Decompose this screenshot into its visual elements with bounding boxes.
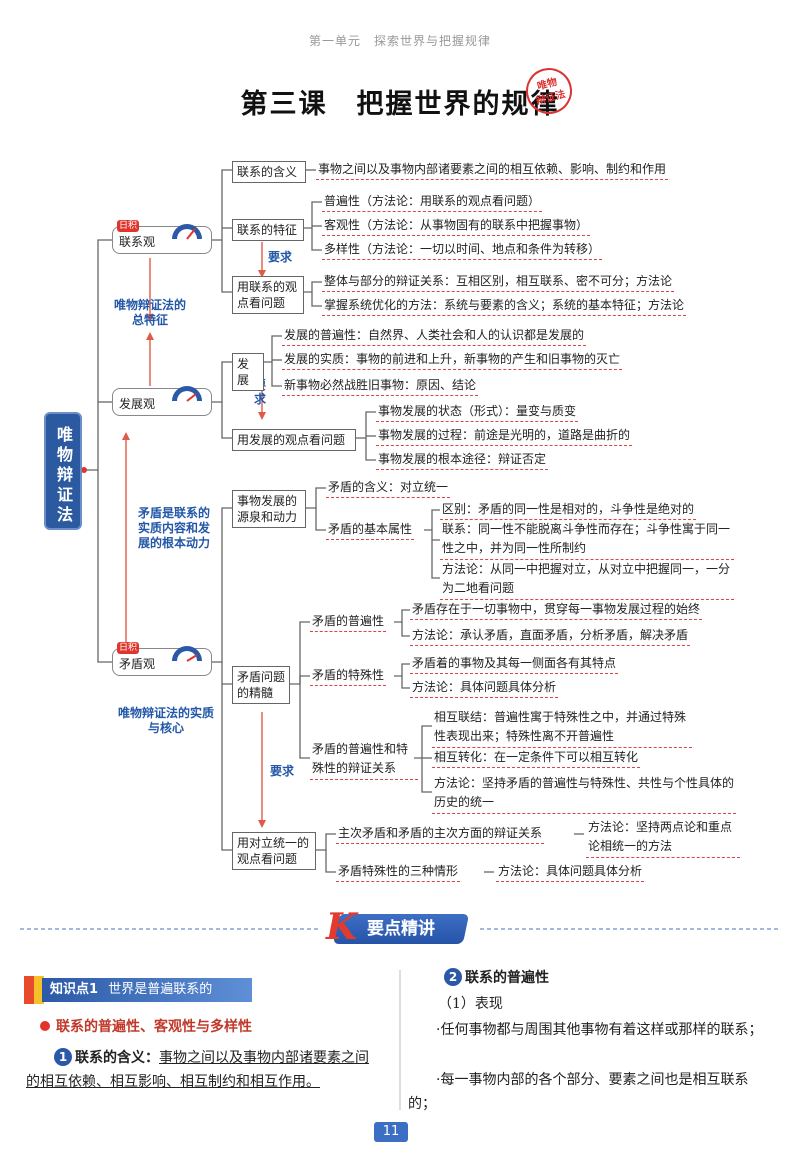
view-maodun: 日积 矛盾观 <box>112 642 212 676</box>
leaf-fazhan-guandian: 事物发展的根本途径：辩证否定 <box>376 451 549 470</box>
subheading-text: 联系的普遍性、客观性与多样性 <box>56 1019 252 1035</box>
leaf-guandian: 掌握系统优化的方法：系统与要素的含义；系统的基本特征；方法论 <box>322 297 687 316</box>
kp-title: 世界是普遍联系的 <box>108 982 213 997</box>
annotation-zong: 唯物辩证法的总特征 <box>113 298 186 327</box>
leaf-pubian-item: 方法论：承认矛盾，直面矛盾，分析矛盾，解决矛盾 <box>410 627 691 646</box>
leaf-shuxing-item: 联系：同一性不能脱离斗争性而存在；斗争性寓于同一性之中，并为同一性所制约 <box>440 520 734 560</box>
leaf-shuxing-item: 方法论：从同一中把握对立，从对立中把握同一，一分为二地看问题 <box>440 560 734 600</box>
leaf-fazhan: 发展的普遍性：自然界、人类社会和人的认识都是发展的 <box>282 327 587 346</box>
box-yuanquan: 事物发展的源泉和动力 <box>232 490 306 528</box>
leaf-bianzheng-item: 方法论：坚持矛盾的普遍性与特殊性、共性与个性具体的历史的统一 <box>432 774 736 814</box>
leaf-qingxing: 矛盾特殊性的三种情形 <box>336 863 461 882</box>
leaf-bianzheng-item: 相互联结：普遍性寓于特殊性之中，并通过特殊性表现出来；特殊性离不开普遍性 <box>432 708 692 748</box>
leaf-tezheng: 多样性（方法论：一切以时间、地点和条件为转移） <box>322 241 603 260</box>
leaf-guandian: 整体与部分的辩证关系：互相区别，相互联系、密不可分；方法论 <box>322 273 675 292</box>
p1-label: 联系的含义： <box>75 1050 159 1066</box>
leaf-pubian-item: 矛盾存在于一切事物中，贯穿每一事物发展过程的始终 <box>410 601 703 620</box>
gauge-icon <box>172 224 202 240</box>
view-label: 发展观 <box>119 397 156 411</box>
page-number: 11 <box>374 1122 408 1142</box>
left-subheading: 联系的普遍性、客观性与多样性 <box>40 1016 380 1036</box>
leaf-qingxing-fangfa: 方法论：具体问题具体分析 <box>496 863 645 882</box>
leaf-tezheng: 客观性（方法论：从事物固有的联系中把握事物） <box>322 217 591 236</box>
box-lianxi-guandian: 用联系的观点看问题 <box>232 276 304 314</box>
number-badge: 1 <box>54 1048 72 1066</box>
leaf-bianzheng-item: 相互转化：在一定条件下可以相互转化 <box>432 749 641 768</box>
bullet-icon <box>40 1021 50 1031</box>
box-jingsui: 矛盾问题的精髓 <box>232 666 290 704</box>
knowledge-point-title: 知识点1 世界是普遍联系的 <box>42 978 252 1002</box>
leaf-fazhan: 发展的实质：事物的前进和上升，新事物的产生和旧事物的灭亡 <box>282 351 623 370</box>
leaf-teshu-item: 矛盾着的事物及其每一侧面各有其特点 <box>410 655 619 674</box>
root-node: 唯物辩证法 <box>44 412 82 530</box>
leaf-shuxing-item: 区别：矛盾的同一性是相对的，斗争性是绝对的 <box>440 501 697 520</box>
leaf-zhuyao: 主次矛盾和矛盾的主次方面的辩证关系 <box>336 825 545 844</box>
right-bullet: ·任何事物都与周围其他事物有着这样或那样的联系； <box>436 1022 763 1038</box>
view-label: 联系观 <box>119 235 156 249</box>
box-fazhan-guandian: 用发展的观点看问题 <box>232 429 356 451</box>
leaf-fazhan: 新事物必然战胜旧事物：原因、结论 <box>282 377 479 396</box>
number-badge: 2 <box>444 968 462 986</box>
gauge-icon <box>172 386 202 402</box>
leaf-teshu: 矛盾的特殊性 <box>310 667 387 686</box>
box-fazhan: 发展 <box>232 353 264 391</box>
page-title: 第三课 把握世界的规律 <box>240 89 560 120</box>
unit-header: 第一单元 探索世界与把握规律 <box>308 34 491 48</box>
mindmap-connectors <box>81 169 584 873</box>
leaf-zhuyao-fangfa: 方法论：坚持两点论和重点论相统一的方法 <box>586 818 740 858</box>
view-tag: 日积 <box>117 642 140 654</box>
leaf-maodun-hanyi: 矛盾的含义：对立统一 <box>326 479 451 498</box>
book-icon <box>24 976 44 1004</box>
box-lianxi-tezheng: 联系的特征 <box>232 219 304 241</box>
leaf-fazhan-guandian: 事物发展的过程：前途是光明的，道路是曲折的 <box>376 427 633 446</box>
heading-text: 联系的普遍性 <box>465 970 549 986</box>
gauge-icon <box>172 646 202 662</box>
leaf-tezheng: 普遍性（方法论：用联系的观点看问题） <box>322 193 543 212</box>
view-label: 矛盾观 <box>119 657 156 671</box>
leaf-fazhan-guandian: 事物发展的状态（形式）：量变与质变 <box>376 403 579 422</box>
annotation-dongli: 矛盾是联系的实质内容和发展的根本动力 <box>137 506 210 550</box>
box-duili: 用对立统一的观点看问题 <box>232 832 316 870</box>
kp-tag: 知识点1 <box>50 982 99 997</box>
leaf-pubian: 矛盾的普遍性 <box>310 613 387 632</box>
yaoqiu-label: 要求 <box>268 250 293 264</box>
p1-text: 事物之间以及事物内部诸要素之间的相互依赖、相互影响、相互制约和相互作用。 <box>26 1050 369 1090</box>
view-tag: 日积 <box>117 220 140 232</box>
box-lianxi-hanyi: 联系的含义 <box>232 161 306 183</box>
banner-k-logo: K <box>326 906 358 948</box>
right-sub1: （1）表现 <box>438 996 503 1012</box>
yaoqiu-label: 要求 <box>270 764 295 778</box>
view-fazhan: 发展观 <box>112 386 212 416</box>
annotation-hexin: 唯物辩证法的实质与核心 <box>118 706 215 735</box>
leaf-lianxi-hanyi: 事物之间以及事物内部诸要素之间的相互依赖、影响、制约和作用 <box>316 161 669 180</box>
leaf-teshu-item: 方法论：具体问题具体分析 <box>410 679 559 698</box>
right-bullet: ·每一事物内部的各个部分、要素之间也是相互联系的； <box>408 1072 749 1112</box>
view-lianxi: 日积 联系观 <box>112 220 212 254</box>
leaf-shuxing: 矛盾的基本属性 <box>326 521 415 540</box>
leaf-bianzheng: 矛盾的普遍性和特殊性的辩证关系 <box>310 740 418 780</box>
